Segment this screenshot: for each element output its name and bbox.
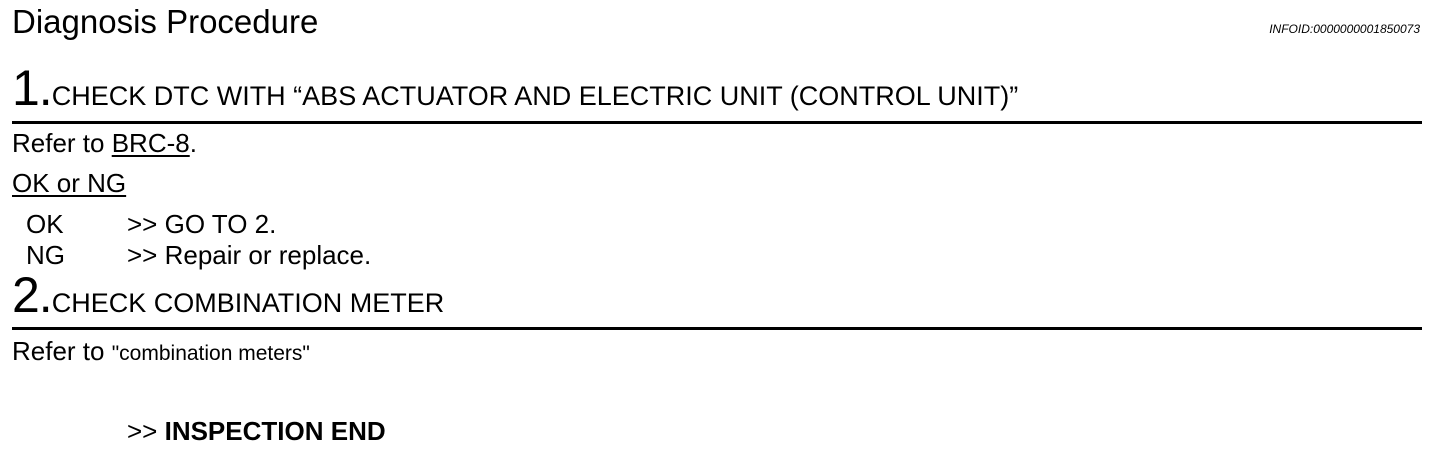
step-2-number: 2.: [12, 267, 53, 323]
step-2-heading: 2.CHECK COMBINATION METER: [12, 269, 444, 334]
result-ng-key: NG: [26, 240, 65, 270]
step-2-refer-prefix: Refer to: [12, 336, 112, 366]
step-2-reference: Refer to "combination meters": [12, 336, 310, 369]
info-id: INFOID:0000000001850073: [1269, 22, 1420, 36]
result-ok-action: >> GO TO 2.: [127, 209, 277, 239]
step-2-divider: [12, 327, 1422, 330]
inspection-end-label: INSPECTION END: [164, 416, 386, 446]
result-label: OK or NG: [12, 168, 127, 198]
step-1-reference: Refer to BRC-8.: [12, 128, 197, 158]
step-1-refer-suffix: .: [189, 128, 197, 158]
step-1-title: CHECK DTC WITH “ABS ACTUATOR AND ELECTRI…: [51, 81, 1019, 111]
step-2-refer-target: "combination meters": [111, 342, 310, 365]
step-1-divider: [12, 121, 1422, 124]
step-1-heading: 1.CHECK DTC WITH “ABS ACTUATOR AND ELECT…: [12, 62, 1018, 127]
step-1-number: 1.: [12, 60, 53, 116]
page-title: Diagnosis Procedure: [12, 3, 319, 40]
inspection-end-prefix: >>: [127, 416, 165, 446]
step-2-title: CHECK COMBINATION METER: [51, 288, 445, 318]
result-ng-action: >> Repair or replace.: [127, 240, 372, 270]
brc-8-link[interactable]: BRC-8: [111, 128, 190, 158]
inspection-end: >> INSPECTION END: [127, 416, 386, 446]
result-ok-key: OK: [26, 209, 64, 239]
step-1-refer-prefix: Refer to: [12, 128, 112, 158]
